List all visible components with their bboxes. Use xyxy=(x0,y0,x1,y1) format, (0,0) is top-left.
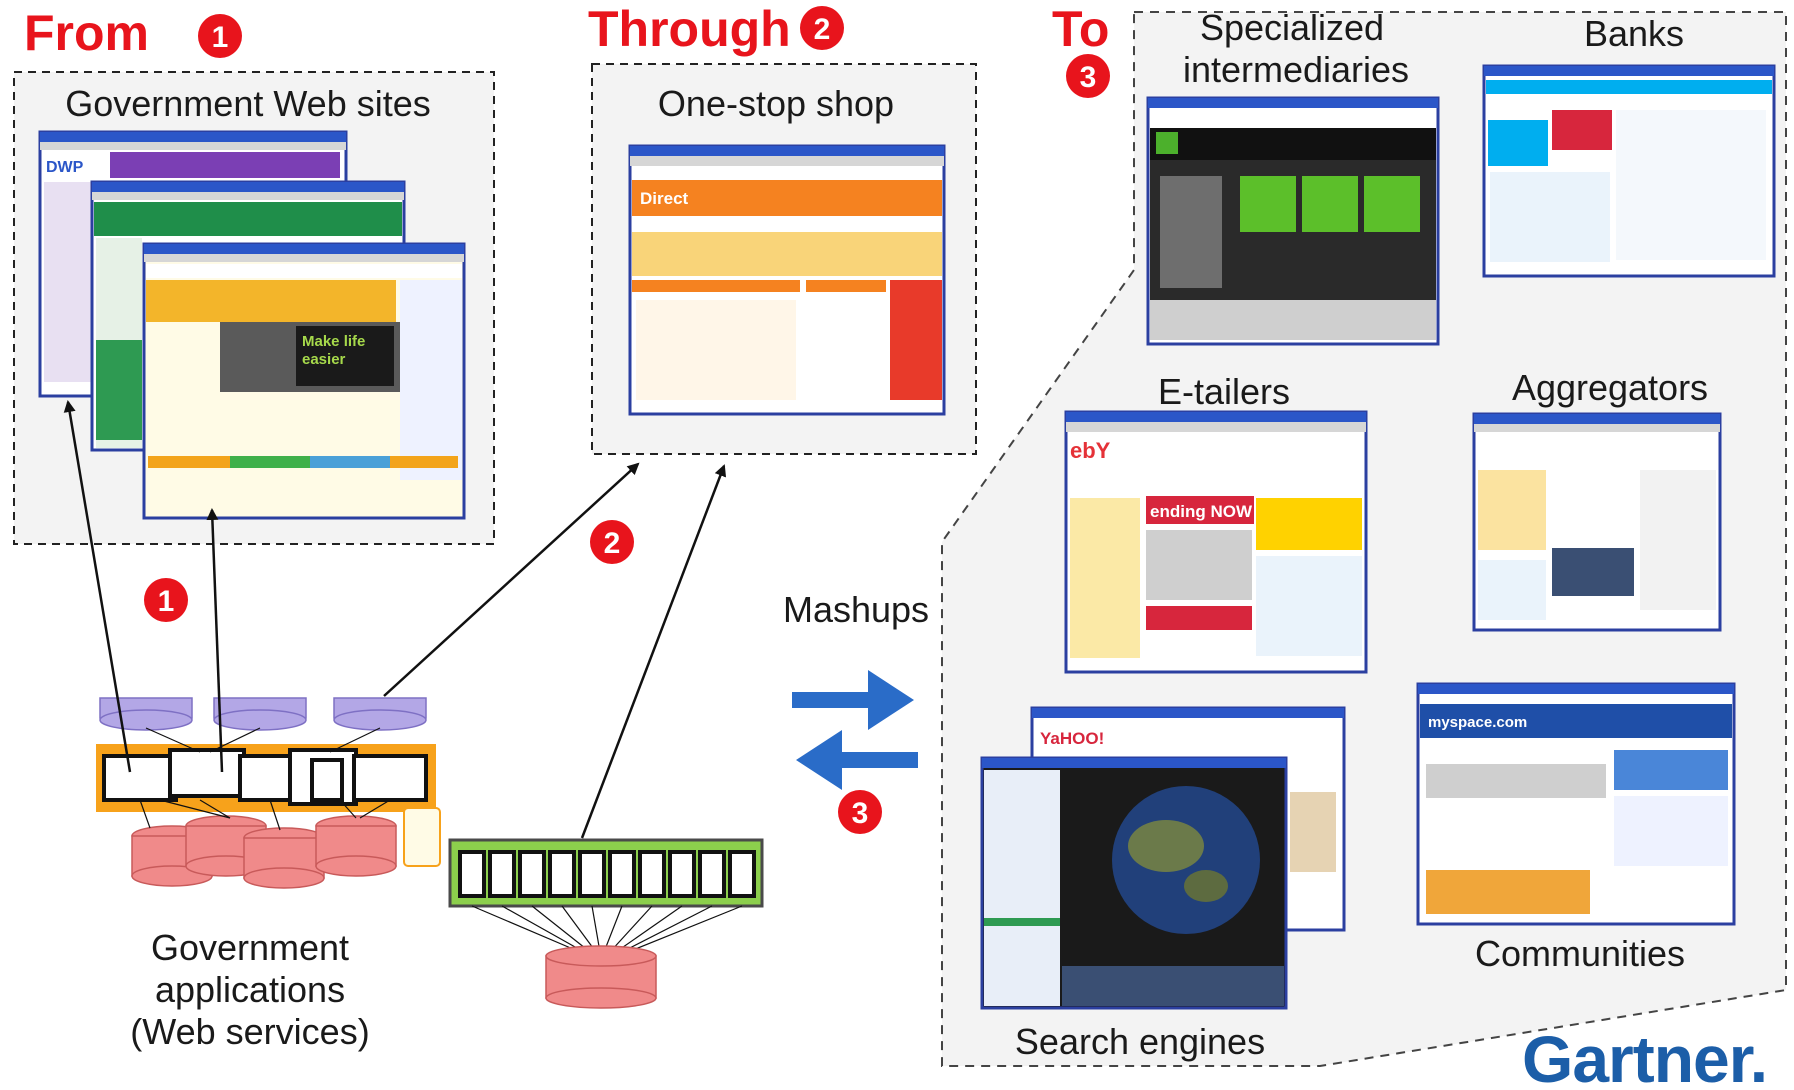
marker-2-through: 2 xyxy=(800,6,844,50)
direct-logo-text: Direct xyxy=(640,189,689,208)
one-stop-shop-screenshot: Direct xyxy=(628,144,946,416)
from-heading: From xyxy=(24,5,149,61)
myspace-logo-text: myspace.com xyxy=(1428,714,1527,731)
gartner-logo: Gartner. xyxy=(1522,1022,1767,1090)
marker-3-to: 3 xyxy=(1066,54,1110,98)
marker-3-to-text: 3 xyxy=(1080,61,1097,94)
specialized-intermediaries-screenshot xyxy=(1146,96,1440,346)
marker-1-from: 1 xyxy=(198,14,242,58)
mashups-arrow-right xyxy=(792,670,914,730)
marker-3-mashups: 3 xyxy=(838,790,882,834)
flow-arrows xyxy=(63,400,727,839)
etailers-label: E-tailers xyxy=(1158,371,1290,412)
ebay-logo-text: ebY xyxy=(1070,438,1111,463)
marker-1-from-text: 1 xyxy=(212,21,229,54)
easier-text: easier xyxy=(302,351,346,368)
government-web-sites-label: Government Web sites xyxy=(65,83,430,124)
marker-2-through-text: 2 xyxy=(814,13,831,46)
communities-label: Communities xyxy=(1475,933,1685,974)
mashups-arrow-left xyxy=(796,730,918,790)
db-cylinders xyxy=(131,815,397,889)
green-connectors xyxy=(471,905,743,953)
through-heading: Through xyxy=(588,1,791,57)
communities-screenshot: myspace.com xyxy=(1416,682,1736,926)
one-stop-service-cluster xyxy=(448,838,764,1009)
service-connectors xyxy=(139,727,391,831)
aggregators-label: Aggregators xyxy=(1512,367,1708,408)
marker-2-arrows: 2 xyxy=(590,520,634,564)
make-life-text: Make life xyxy=(302,333,365,350)
mashups-label: Mashups xyxy=(783,589,929,630)
one-stop-shop-label: One-stop shop xyxy=(658,83,894,124)
dwp-logo-text: DWP xyxy=(46,159,84,176)
banks-label: Banks xyxy=(1584,13,1684,54)
mashups-arrows xyxy=(792,670,918,790)
gov-applications-cluster xyxy=(96,697,441,889)
aggregators-screenshot xyxy=(1472,412,1722,632)
web-service-nodes xyxy=(99,697,427,731)
arrow-green-bar-to-one-stop-shop xyxy=(580,464,727,839)
globe-screenshot xyxy=(980,756,1288,1010)
gov-apps-label-line3: (Web services) xyxy=(130,1011,369,1052)
marker-1-arrows: 1 xyxy=(144,578,188,622)
ending-now-text: ending NOW xyxy=(1150,502,1253,521)
service-boxes xyxy=(102,748,428,806)
etailers-screenshot: ebY ending NOW xyxy=(1064,410,1368,674)
green-service-boxes xyxy=(458,850,756,898)
gov-apps-label-line1: Government xyxy=(151,927,349,968)
gov-site-screenshot-3: Make life easier xyxy=(142,242,466,520)
yahoo-logo-text: YaHOO! xyxy=(1040,729,1104,748)
arrow-services-to-gov-site-1 xyxy=(63,400,132,773)
specialized-label-line2: intermediaries xyxy=(1183,49,1409,90)
specialized-label-line1: Specialized xyxy=(1200,7,1384,48)
green-db-cylinder xyxy=(545,945,657,1009)
marker-1-arrows-text: 1 xyxy=(158,585,175,618)
arrow-services-to-gov-site-3 xyxy=(206,508,224,773)
banks-screenshot xyxy=(1482,64,1776,278)
arrow-services-to-one-stop-shop xyxy=(383,462,640,697)
to-heading: To xyxy=(1052,1,1109,57)
search-engines-label: Search engines xyxy=(1015,1021,1265,1062)
marker-3-mashups-text: 3 xyxy=(852,797,869,830)
marker-2-arrows-text: 2 xyxy=(604,527,621,560)
gov-apps-label-line2: applications xyxy=(155,969,345,1010)
